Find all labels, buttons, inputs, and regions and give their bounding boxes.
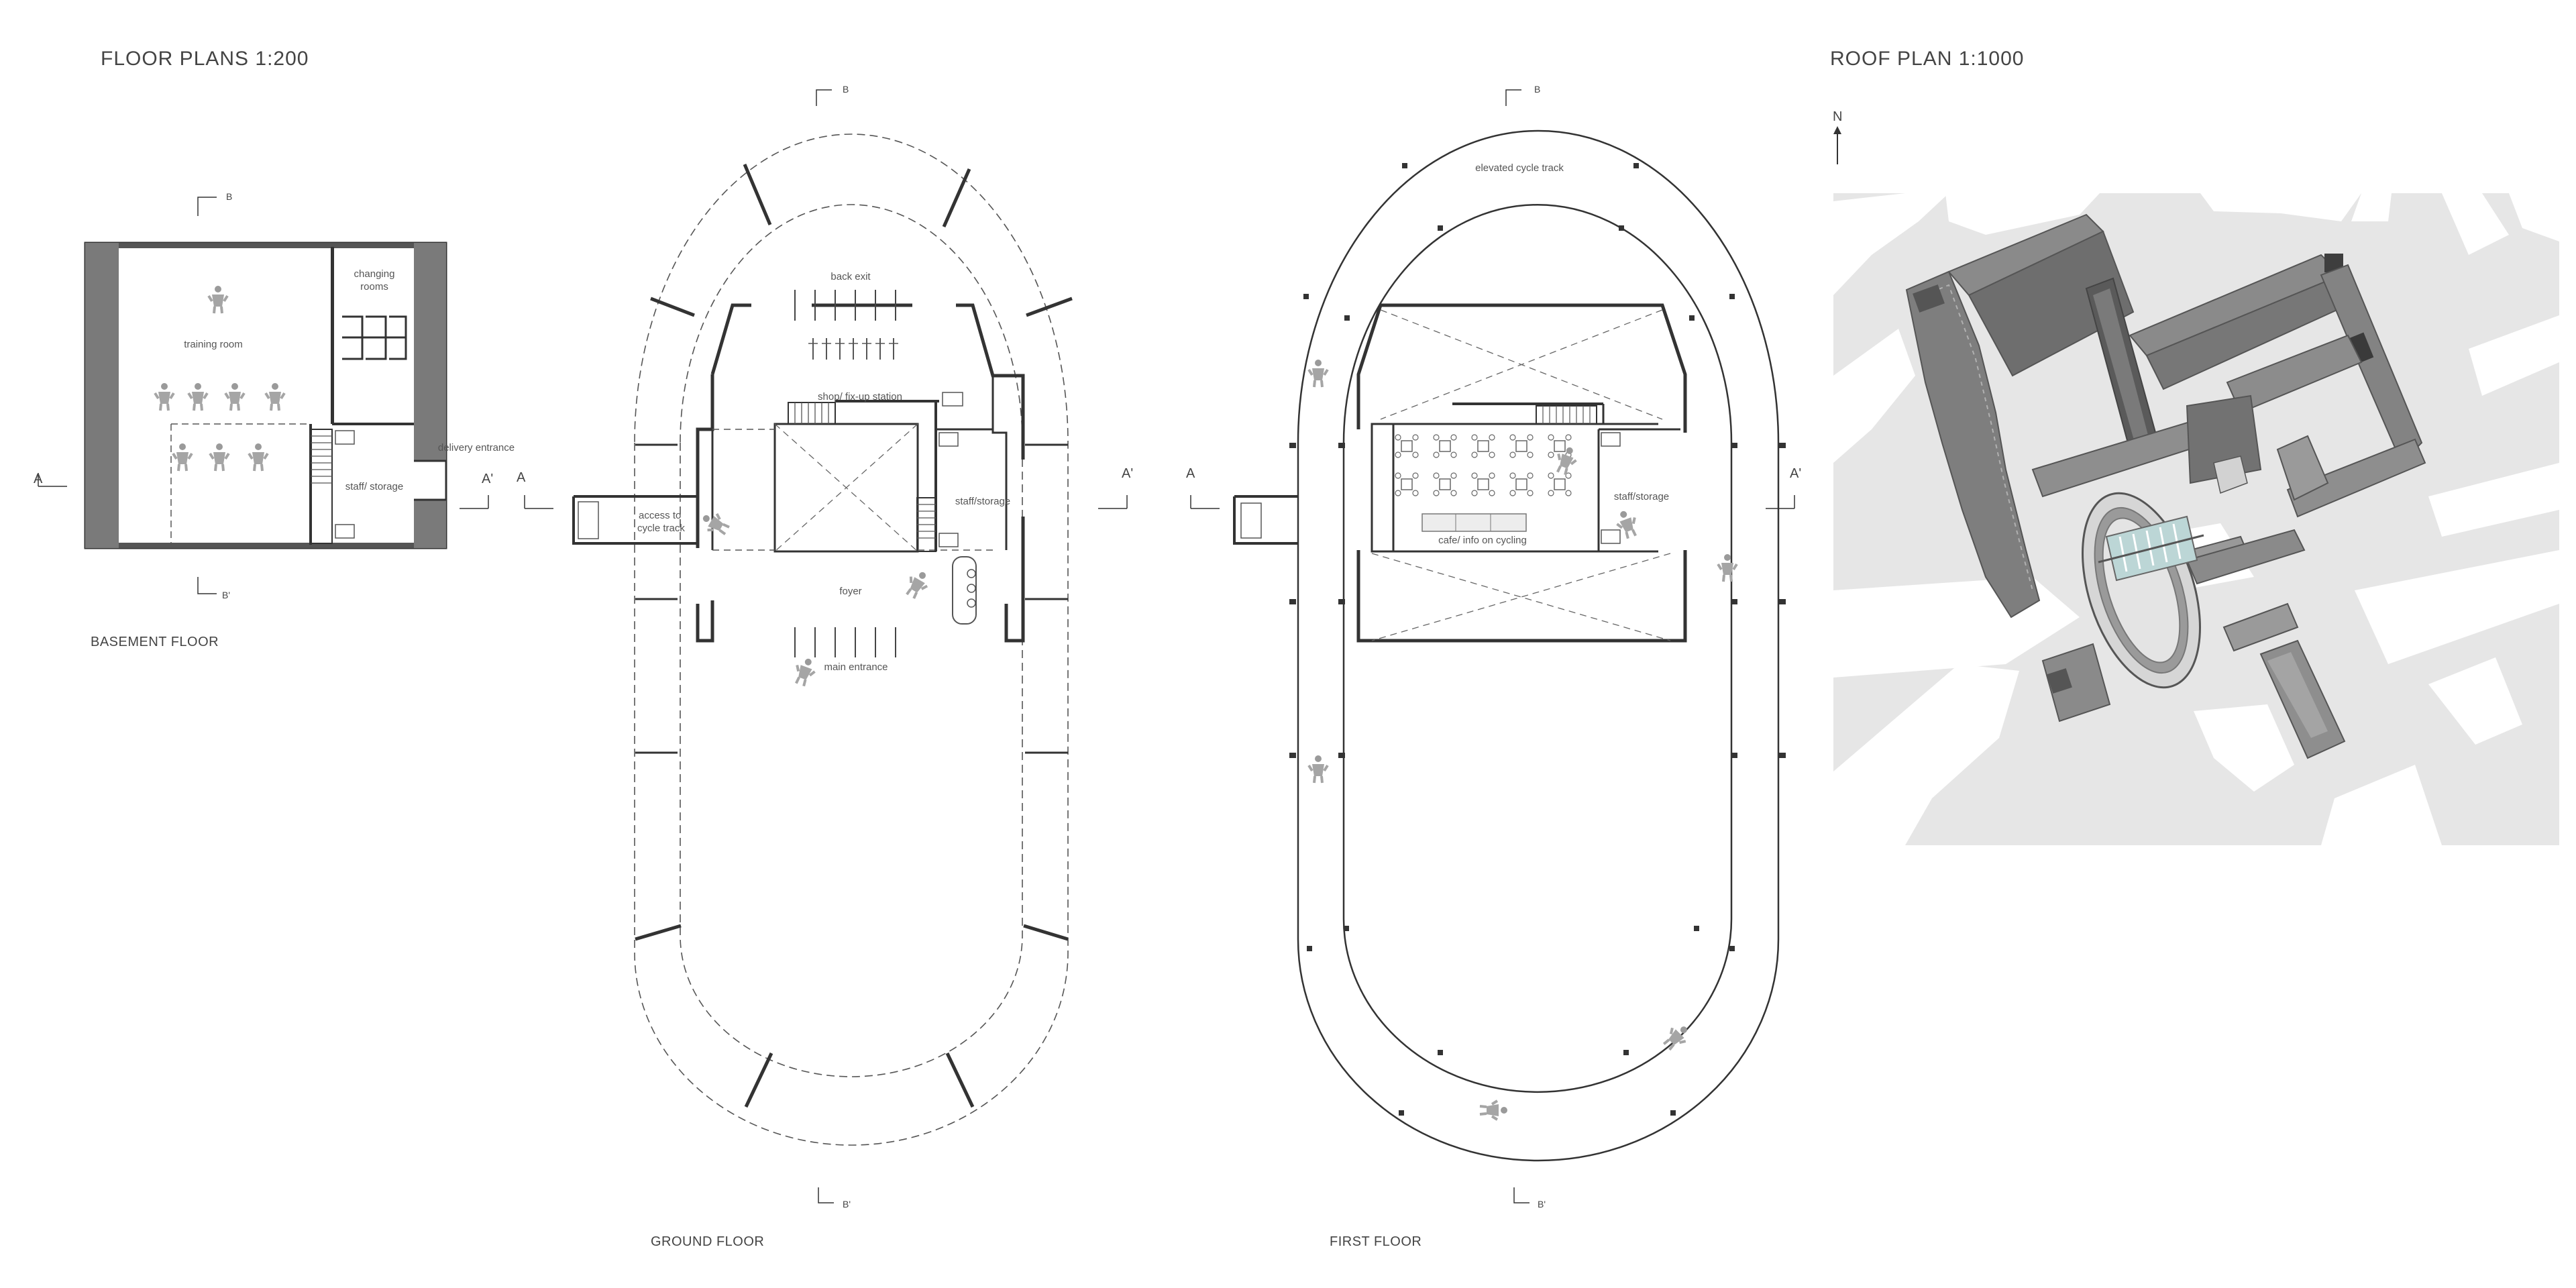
first-section-a-prime: A': [1790, 466, 1801, 481]
basement-section-b: B: [226, 191, 232, 202]
ground-section-a-prime: A': [1122, 466, 1133, 481]
floor-plans-heading: FLOOR PLANS 1:200: [101, 48, 309, 70]
changing-rooms-label-2: rooms: [360, 281, 388, 292]
foyer-label: foyer: [839, 586, 861, 597]
roof-plan-heading: ROOF PLAN 1:1000: [1830, 48, 2024, 70]
first-staff-storage-label: staff/storage: [1614, 491, 1669, 502]
cafe-info-label: cafe/ info on cycling: [1438, 535, 1527, 546]
north-label: N: [1833, 109, 1842, 124]
ground-floor-caption: GROUND FLOOR: [651, 1234, 764, 1249]
ground-floor-plan: back exit shop/ fix-up station staff/sto…: [517, 84, 1133, 1249]
first-floor-caption: FIRST FLOOR: [1330, 1234, 1421, 1249]
ground-section-b: B: [843, 84, 849, 95]
basement-floor-plan: changing rooms training room staff/ stor…: [34, 191, 515, 649]
first-floor-plan: elevated cycle track staff/storage cafe/…: [1186, 84, 1801, 1249]
elevated-cycle-track-label: elevated cycle track: [1475, 162, 1564, 174]
basement-section-a: A: [34, 472, 43, 486]
delivery-entrance-label: delivery entrance: [438, 442, 515, 453]
first-section-a: A: [1186, 466, 1195, 481]
basement-floor-caption: BASEMENT FLOOR: [91, 635, 219, 649]
roof-plan: N: [1833, 109, 2559, 845]
basement-section-a-prime: A': [482, 472, 493, 486]
ground-section-b-prime: B': [843, 1199, 851, 1210]
first-section-b: B: [1534, 84, 1540, 95]
training-room-label: training room: [184, 339, 243, 350]
ground-staff-storage-label: staff/storage: [955, 496, 1010, 507]
north-arrow-icon: [1833, 126, 1841, 164]
back-exit-label: back exit: [830, 271, 871, 282]
changing-rooms-label: changing: [354, 268, 395, 280]
basement-section-b-prime: B': [222, 590, 230, 600]
velodrome-roof: [2082, 492, 2204, 689]
shop-station-label: shop/ fix-up station: [818, 391, 902, 402]
access-cycle-track-label-2: cycle track: [637, 523, 685, 534]
main-entrance-label: main entrance: [824, 661, 888, 673]
access-cycle-track-label: access to: [639, 510, 681, 521]
ground-section-a: A: [517, 470, 526, 485]
first-section-b-prime: B': [1538, 1199, 1546, 1210]
basement-staff-storage-label: staff/ storage: [345, 481, 403, 492]
